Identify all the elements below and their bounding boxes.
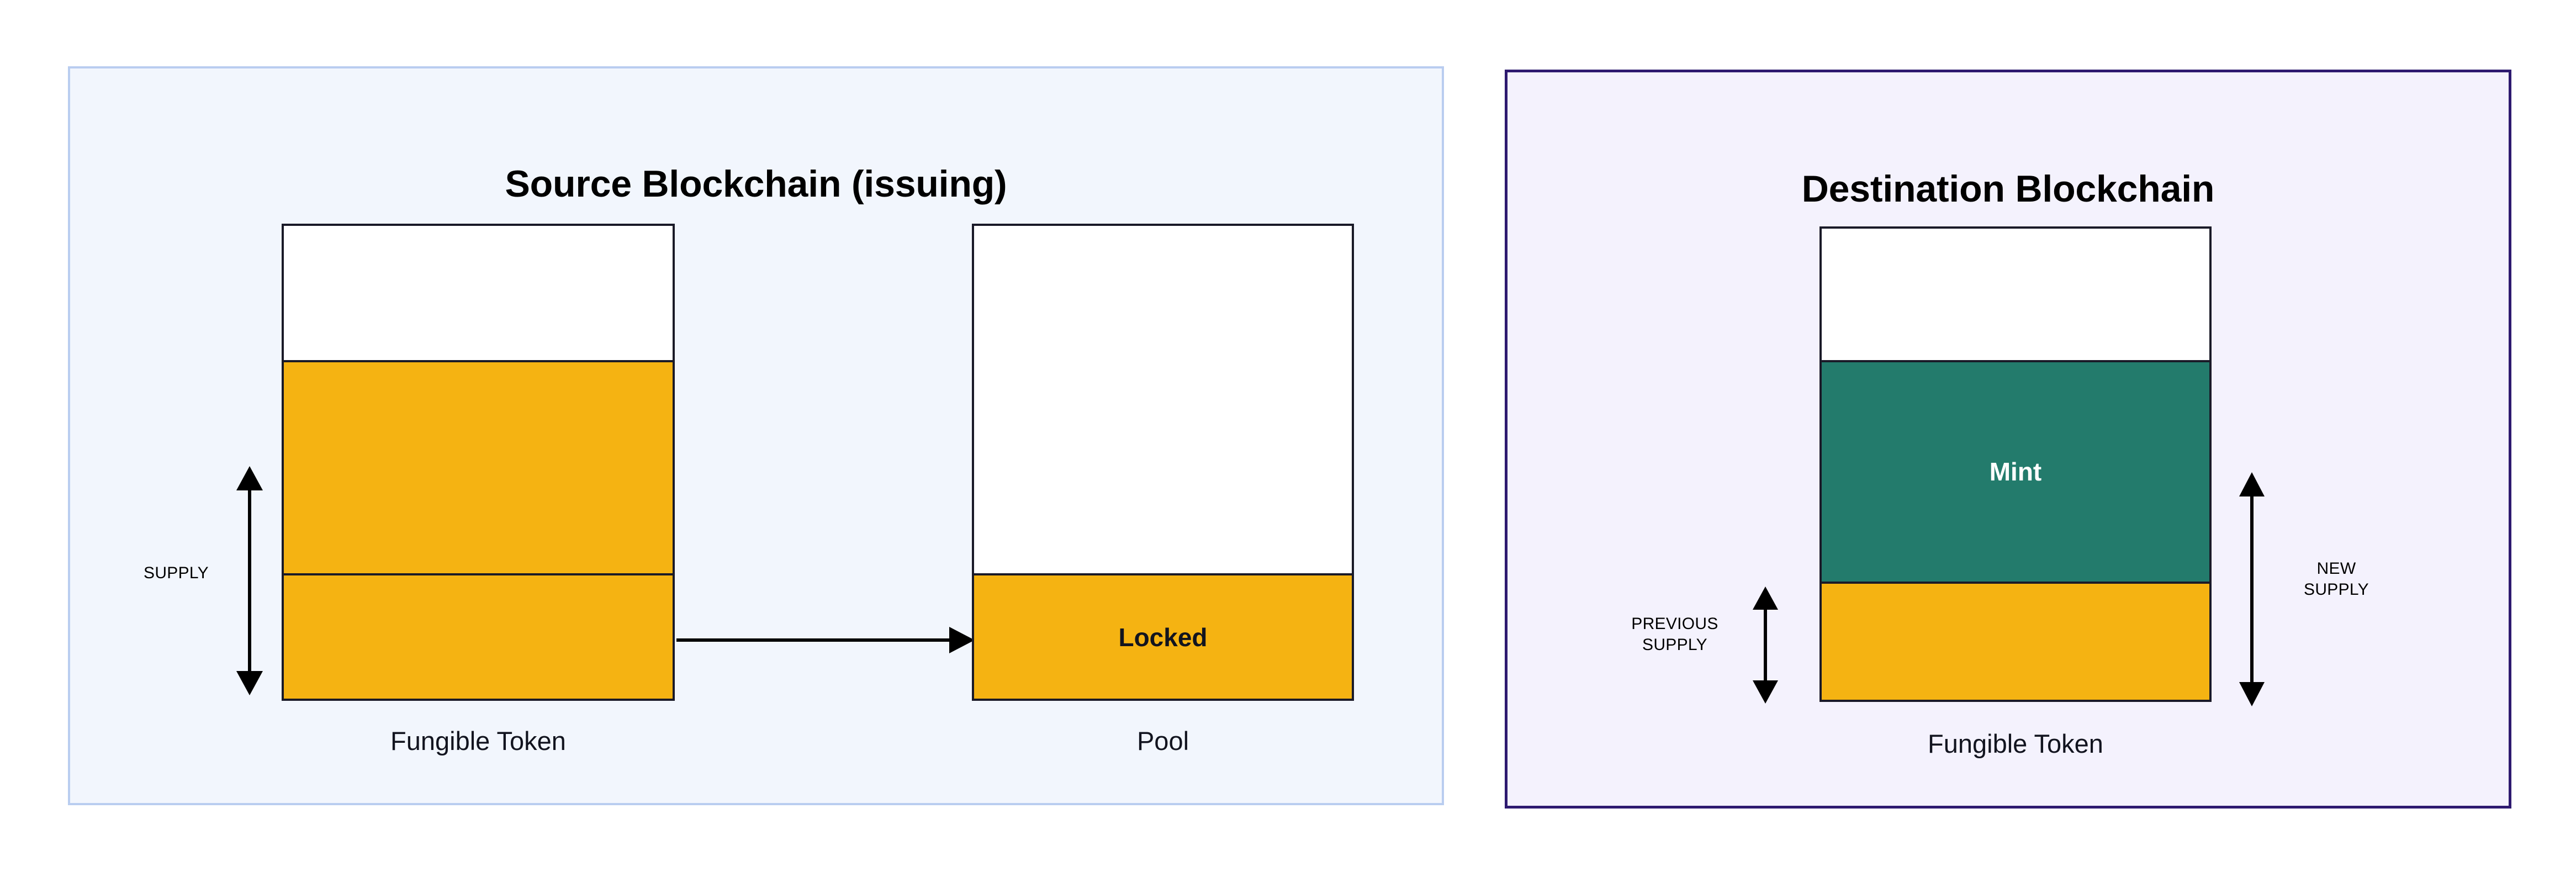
previous-supply-measure-label: PREVIOUS SUPPLY — [1631, 615, 1718, 654]
source-fungible-token-bar — [282, 224, 675, 701]
source-pool-caption: Pool — [1136, 726, 1189, 756]
destination-token-previous-supply-segment — [1822, 581, 2209, 700]
source-token-supply-upper-segment — [284, 360, 673, 574]
destination-panel-title: Destination Blockchain — [1801, 168, 2215, 210]
previous-supply-measure-arrow — [1750, 587, 1781, 704]
pool-locked-segment: Locked — [974, 573, 1352, 699]
destination-fungible-token-bar: Mint — [1819, 226, 2212, 702]
source-token-supply-lower-segment — [284, 573, 673, 699]
source-blockchain-panel: Source Blockchain (issuing) Fungible Tok… — [68, 66, 1444, 805]
destination-token-headroom-segment — [1822, 229, 2209, 360]
source-panel-title: Source Blockchain (issuing) — [505, 163, 1007, 205]
lock-transfer-arrow — [676, 625, 975, 656]
source-token-headroom-segment — [284, 226, 673, 360]
supply-measure-label: SUPPLY — [144, 564, 209, 582]
source-pool-bar: Locked — [972, 224, 1354, 701]
source-fungible-token-caption: Fungible Token — [390, 726, 566, 756]
pool-headroom-segment — [974, 226, 1352, 574]
pool-locked-label: Locked — [1118, 622, 1208, 652]
destination-blockchain-panel: Destination Blockchain Mint Fungible Tok… — [1505, 70, 2511, 809]
destination-fungible-token-caption: Fungible Token — [1928, 729, 2103, 758]
destination-mint-label: Mint — [1989, 457, 2042, 487]
supply-measure-arrow — [234, 466, 265, 695]
new-supply-measure-label: NEW SUPPLY — [2304, 559, 2369, 599]
destination-token-mint-segment: Mint — [1822, 360, 2209, 582]
new-supply-measure-arrow — [2236, 472, 2267, 706]
